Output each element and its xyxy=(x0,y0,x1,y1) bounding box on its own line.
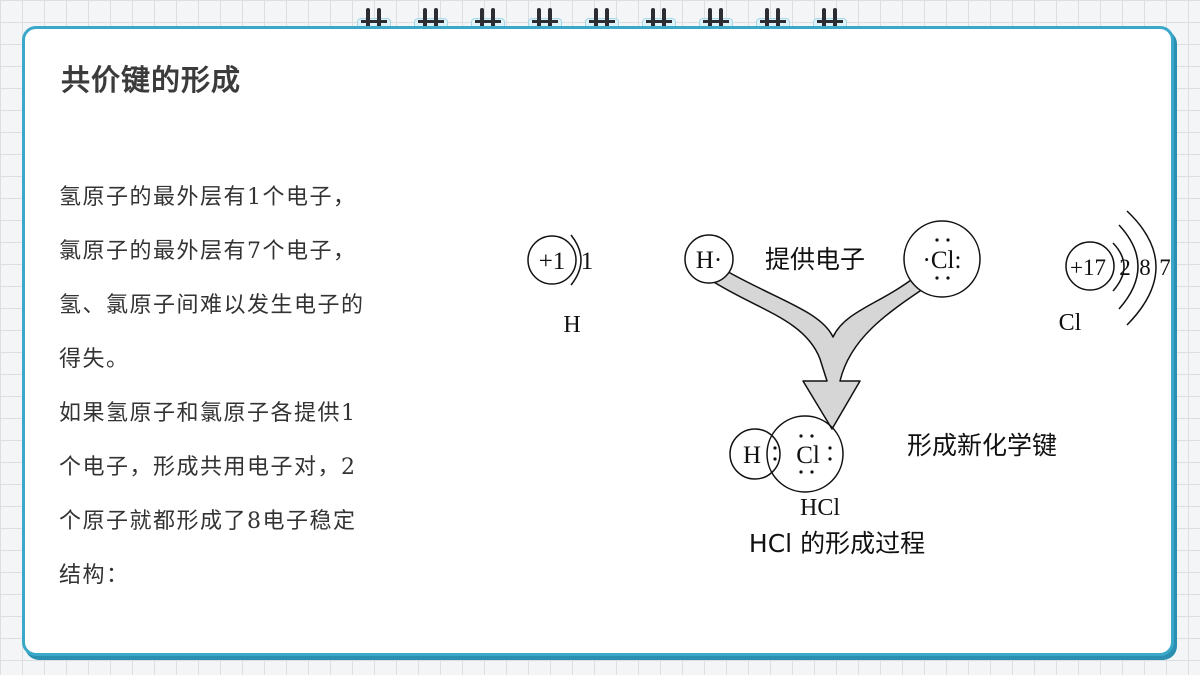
provide-electron-label: 提供电子 xyxy=(765,245,865,274)
hcl-cl-symbol: Cl xyxy=(796,442,820,469)
new-bond-label: 形成新化学键 xyxy=(907,431,1057,460)
h-nucleus-charge: +1 xyxy=(539,248,566,275)
cl-shell-count-3: 7 xyxy=(1159,255,1171,280)
h-shell-count: 1 xyxy=(581,248,594,275)
body-line: 个原子就都形成了8电子稳定 xyxy=(59,509,357,534)
slide-title: 共价键的形成 xyxy=(61,63,242,97)
slide-card: 共价键的形成 氢原子的最外层有1个电子， 氯原子的最外层有7个电子， 氢、氯原子… xyxy=(22,26,1174,656)
h-atom-structure: +1 1 H xyxy=(527,234,594,338)
body-line: 个电子，形成共用电子对，2 xyxy=(59,455,357,480)
cl-symbol-label: Cl xyxy=(1059,310,1082,336)
cl-nucleus-circle xyxy=(1065,241,1115,291)
h-electron-shell xyxy=(570,234,582,286)
hcl-h-circle xyxy=(729,428,781,480)
body-text: 氢原子的最外层有1个电子， 氯原子的最外层有7个电子， 氢、氯原子间难以发生电子… xyxy=(59,171,459,603)
cl-nucleus-charge: +17 xyxy=(1070,255,1106,280)
body-line: 得失。 xyxy=(59,347,130,372)
h-symbol-label: H xyxy=(563,312,580,338)
body-line: 氢、氯原子间难以发生电子的 xyxy=(59,293,365,318)
cl-atom-structure: +17 2 8 7 Cl xyxy=(1059,210,1171,336)
cl-electron-dot-formula: ·Cl: xyxy=(923,247,962,274)
cl-shell-2 xyxy=(1118,224,1139,310)
body-line: 氯原子的最外层有7个电子， xyxy=(59,239,357,264)
h-nucleus-circle xyxy=(527,235,577,285)
h-electron-dot-formula: H· xyxy=(696,247,722,274)
cl-shell-count-1: 2 xyxy=(1119,255,1131,280)
cl-shell-3 xyxy=(1126,210,1157,326)
hcl-h-symbol: H xyxy=(743,442,761,469)
hcl-electron-dots xyxy=(773,434,832,474)
cl-shell-count-2: 8 xyxy=(1139,255,1151,280)
merge-arrow xyxy=(708,268,933,430)
hcl-formation-diagram: +1 1 H H· 提供电子 ·Cl: +17 2 8 7 Cl xyxy=(527,210,1171,558)
body-line: 如果氢原子和氯原子各提供1 xyxy=(59,401,357,426)
hcl-cl-circle xyxy=(766,415,844,493)
cl-dot-circle xyxy=(903,220,981,298)
body-line: 氢原子的最外层有1个电子， xyxy=(59,185,357,210)
cl-lone-pair-dots xyxy=(935,238,950,280)
cl-shell-1 xyxy=(1112,242,1125,292)
hcl-label: HCl xyxy=(800,495,840,521)
diagram-caption: HCl 的形成过程 xyxy=(749,529,925,558)
body-line: 结构： xyxy=(59,563,130,588)
h-dot-circle xyxy=(684,234,734,284)
